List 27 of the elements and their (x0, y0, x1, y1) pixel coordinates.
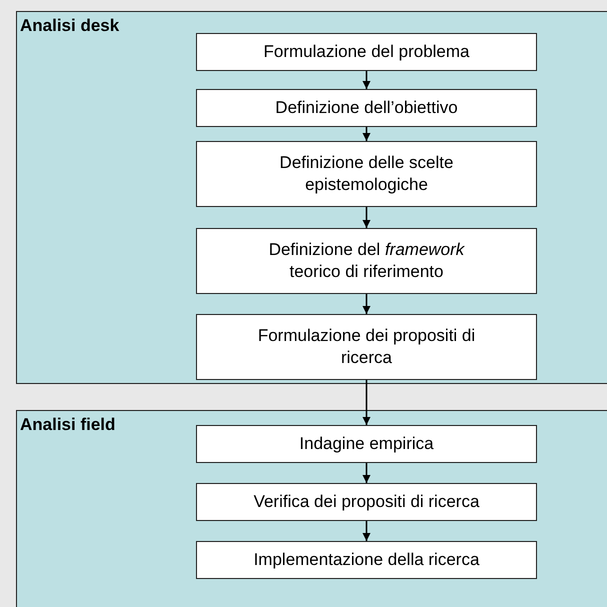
section-panel (16, 11, 607, 384)
process-box (196, 425, 537, 463)
step-text: Formulazione dei propositi di ricerca (256, 324, 476, 369)
process-box (196, 141, 537, 207)
arrow (362, 463, 370, 483)
arrow (362, 521, 370, 541)
step-text: Indagine empirica (299, 432, 434, 455)
arrow (362, 127, 370, 141)
arrow (362, 294, 370, 314)
step-text: Verifica dei propositi di ricerca (254, 490, 480, 513)
process-box (196, 33, 537, 71)
arrow (362, 380, 370, 425)
process-box (196, 541, 537, 579)
step-text: Definizione del framework teorico di riferimento (268, 238, 466, 283)
process-box (196, 483, 537, 521)
process-box (196, 314, 537, 380)
section-title: Analisi desk (20, 16, 120, 36)
step-text: Definizione dell’obiettivo (275, 96, 458, 119)
step-text: Formulazione del problema (264, 40, 470, 63)
process-box (196, 228, 537, 294)
arrow (362, 207, 370, 228)
arrow (362, 71, 370, 89)
section-title: Analisi field (20, 415, 116, 435)
step-text: Implementazione della ricerca (254, 548, 480, 571)
step-text: Definizione delle scelte epistemologiche (278, 152, 454, 196)
section-panel (16, 410, 607, 607)
process-box (196, 89, 537, 127)
